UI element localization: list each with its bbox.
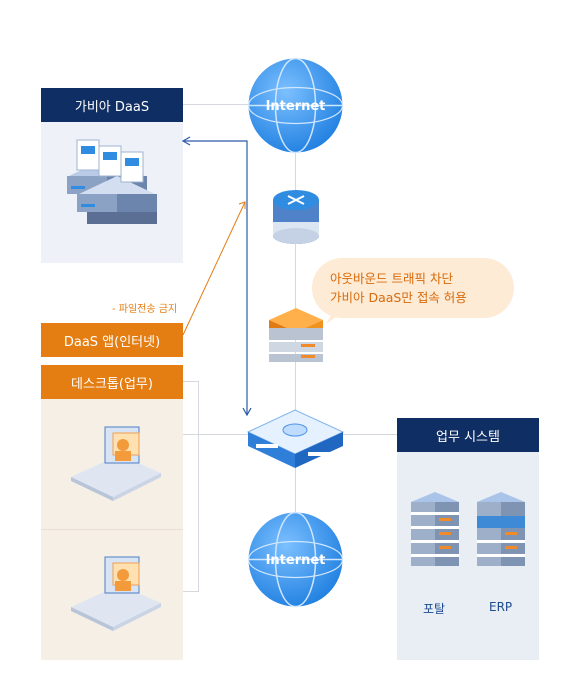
portal-server-icon [411,492,459,566]
router-icon [273,190,319,244]
line-desk-switch [183,434,248,435]
bubble-line-1: 아웃바운드 트래픽 차단 [330,271,453,286]
gabia-daas-panel: 가비아 DaaS [41,88,183,263]
bubble-tail [326,300,352,324]
laptop-user-icon [71,426,161,501]
line-desk-bracket-bottom [183,591,199,592]
line-gabia-internet [183,104,248,105]
desktop-title: 데스크톱(업무) [41,365,183,399]
internet-top-label: Internet [266,99,326,114]
gabia-daas-title: 가비아 DaaS [41,88,183,122]
erp-label: ERP [489,600,513,614]
erp-server-icon [477,492,525,566]
server-cluster-icon [67,139,157,224]
daas-app-button[interactable]: DaaS 앱(인터넷) [41,323,183,357]
arrowhead-down [242,407,252,417]
network-switch-icon [246,409,345,468]
file-transfer-note: - 파일전송 금지 [112,304,178,315]
business-system-title: 업무 시스템 [397,418,539,452]
desktop-panel: 데스크톱(업무) [41,365,183,660]
desktop-divider [41,529,183,530]
bubble-line-2: 가비아 DaaS만 접속 허용 [330,290,467,305]
daas-app-arrow [182,201,246,336]
laptop-user-icon-2 [71,556,161,631]
line-desk-bracket-top [183,381,199,382]
firewall-icon [269,308,323,362]
business-system-panel: 업무 시스템 포탈 ERP [397,418,539,660]
portal-label: 포탈 [423,602,446,616]
arrowhead-left [181,136,191,146]
line-desk-bracket-v [198,381,199,592]
daas-access-arrow [183,140,248,415]
internet-globe-icon-bottom: Internet [247,511,344,608]
line-switch-biz [343,434,398,435]
internet-globe-icon-top: Internet [247,57,344,154]
internet-bottom-label: Internet [266,553,326,568]
arrowhead-orange [238,201,246,209]
